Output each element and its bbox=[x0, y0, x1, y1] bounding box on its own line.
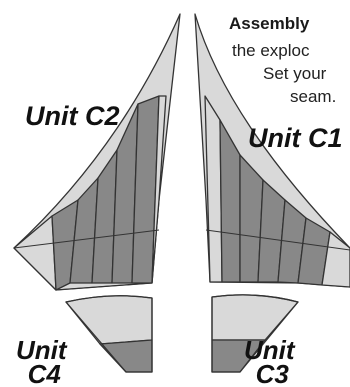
unit-c4-outline bbox=[65, 295, 153, 373]
unit-c4-word: Unit bbox=[16, 335, 67, 365]
instruction-line: Set your bbox=[263, 64, 327, 83]
unit-c3-piece bbox=[211, 294, 299, 373]
unit-c3-label: Unit C3 bbox=[244, 335, 295, 387]
unit-c3-word: Unit bbox=[244, 335, 295, 365]
instruction-line: seam. bbox=[290, 87, 337, 106]
unit-c4-label: Unit C4 bbox=[16, 335, 67, 387]
unit-c4-light bbox=[65, 295, 153, 345]
unit-c4-dark bbox=[99, 339, 153, 373]
unit-c2-tip bbox=[151, 95, 167, 284]
unit-c3-number: C3 bbox=[255, 359, 289, 387]
unit-c2-piece bbox=[13, 13, 181, 291]
unit-c3-outline bbox=[211, 294, 299, 373]
assembly-heading: Assembly bbox=[229, 14, 310, 33]
unit-c4-piece bbox=[65, 295, 153, 373]
instruction-line: the exploc bbox=[232, 41, 310, 60]
unit-c1-spike bbox=[321, 231, 350, 288]
unit-c4-number: C4 bbox=[27, 359, 61, 387]
unit-c2-label: Unit C2 bbox=[25, 101, 120, 131]
unit-c1-piece bbox=[194, 13, 350, 288]
unit-c1-label: Unit C1 bbox=[248, 123, 343, 153]
